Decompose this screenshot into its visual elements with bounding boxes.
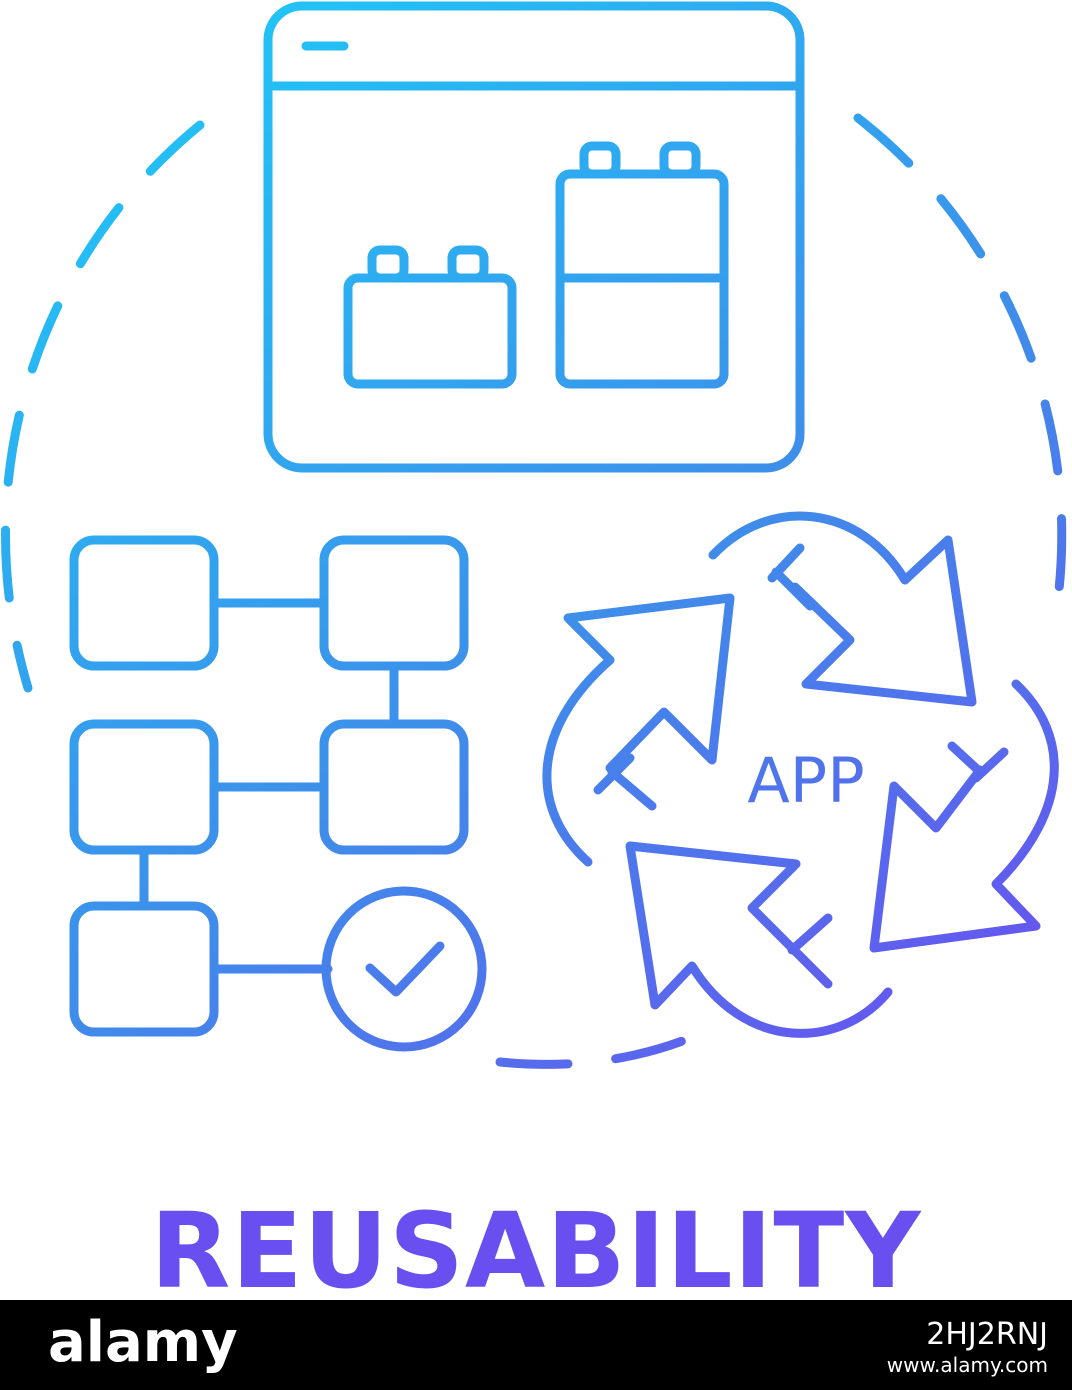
- brand-logo: alamy: [48, 1310, 238, 1375]
- dashed-circle-left: [1, 120, 205, 693]
- browser-window-icon: [263, 1, 805, 473]
- stacked-blocks-icon: [555, 141, 729, 389]
- recycle-arrow-top: [708, 511, 977, 707]
- check-circle-icon: [321, 886, 487, 1052]
- recycle-arrows-icon: [542, 511, 1059, 1038]
- checkmark-icon: [365, 941, 445, 997]
- recycle-arrow-left: [542, 593, 735, 867]
- app-label: APP: [747, 744, 864, 817]
- flowchart-icon: [69, 535, 487, 1052]
- site-url: www.alamy.com: [886, 1353, 1048, 1377]
- dashed-circle-bottom: [495, 1035, 690, 1069]
- dashed-circle-right: [853, 113, 1067, 625]
- caption-title: REUSABILITY: [150, 1196, 922, 1300]
- reusability-concept-icon: APP: [1, 1, 1067, 1069]
- recycle-arrow-right: [869, 679, 1059, 953]
- small-block-icon: [343, 245, 517, 389]
- recycle-arrow-bottom: [625, 841, 893, 1038]
- watermark-footer: alamy 2HJ2RNJ www.alamy.com: [0, 1300, 1072, 1390]
- image-id: 2HJ2RNJ: [926, 1317, 1048, 1352]
